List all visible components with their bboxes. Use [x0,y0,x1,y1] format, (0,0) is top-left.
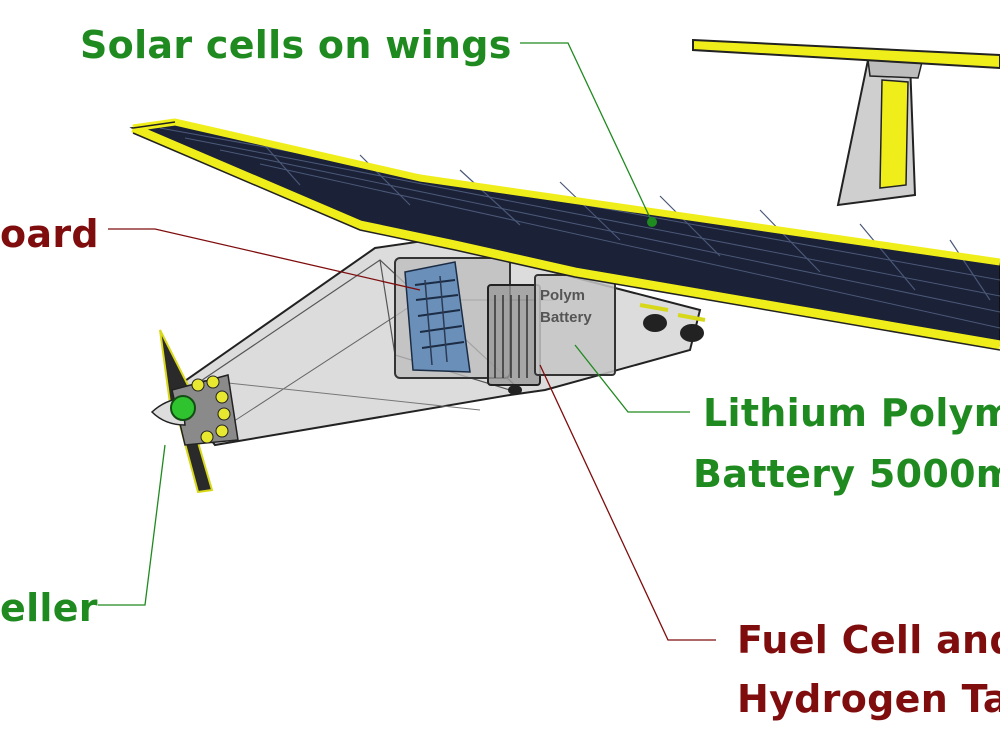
fuel-leader [539,364,716,641]
landing-gear [508,303,706,395]
board-leader [108,228,421,291]
label-solar-cells: Solar cells on wings [80,23,512,67]
tail-stabilizer [692,38,1000,70]
tail-fin [836,58,923,207]
propeller [150,329,239,494]
leader-lines [98,42,716,641]
label-board: oard [0,212,99,256]
label-fuel-line1: Fuel Cell and [737,618,1000,662]
label-battery-line2: Battery 5000m [693,452,1000,496]
battery-tag-2: Battery [540,309,592,326]
battery-leader [574,344,690,413]
solar-leader [520,42,653,223]
label-battery-line1: Lithium Polym [703,391,1000,435]
label-fuel-line2: Hydrogen Ta [737,677,1000,721]
battery-tag-1: Polym [540,287,585,304]
fuel-cell-stack [487,284,541,386]
label-propeller: eller [0,586,98,630]
propeller-leader [98,444,166,606]
propeller-hub [170,395,196,421]
battery-pack: Polym Battery [534,274,616,376]
main-wing [129,118,1000,351]
